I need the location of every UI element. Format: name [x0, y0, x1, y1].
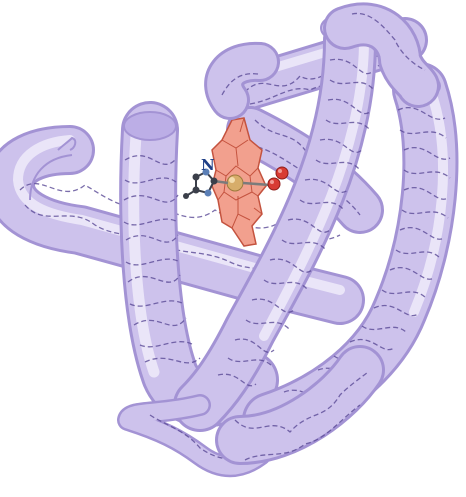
top-right-loop — [323, 2, 440, 108]
helix-curl-back — [0, 125, 365, 325]
lower-right-helix — [215, 345, 385, 465]
heme-group — [183, 117, 289, 247]
bottom-loop — [117, 394, 271, 478]
nitrogen-label: N — [201, 156, 215, 174]
backbone-front — [117, 2, 459, 478]
imidazole-ring-icon — [183, 168, 218, 199]
n-terminus-curl — [29, 136, 77, 201]
fe-o-bond — [242, 181, 271, 187]
porphyrin-bonds — [215, 117, 263, 229]
top-left-loop — [204, 41, 280, 120]
o2-molecule-icon — [267, 166, 289, 191]
iron-atom — [226, 174, 244, 192]
